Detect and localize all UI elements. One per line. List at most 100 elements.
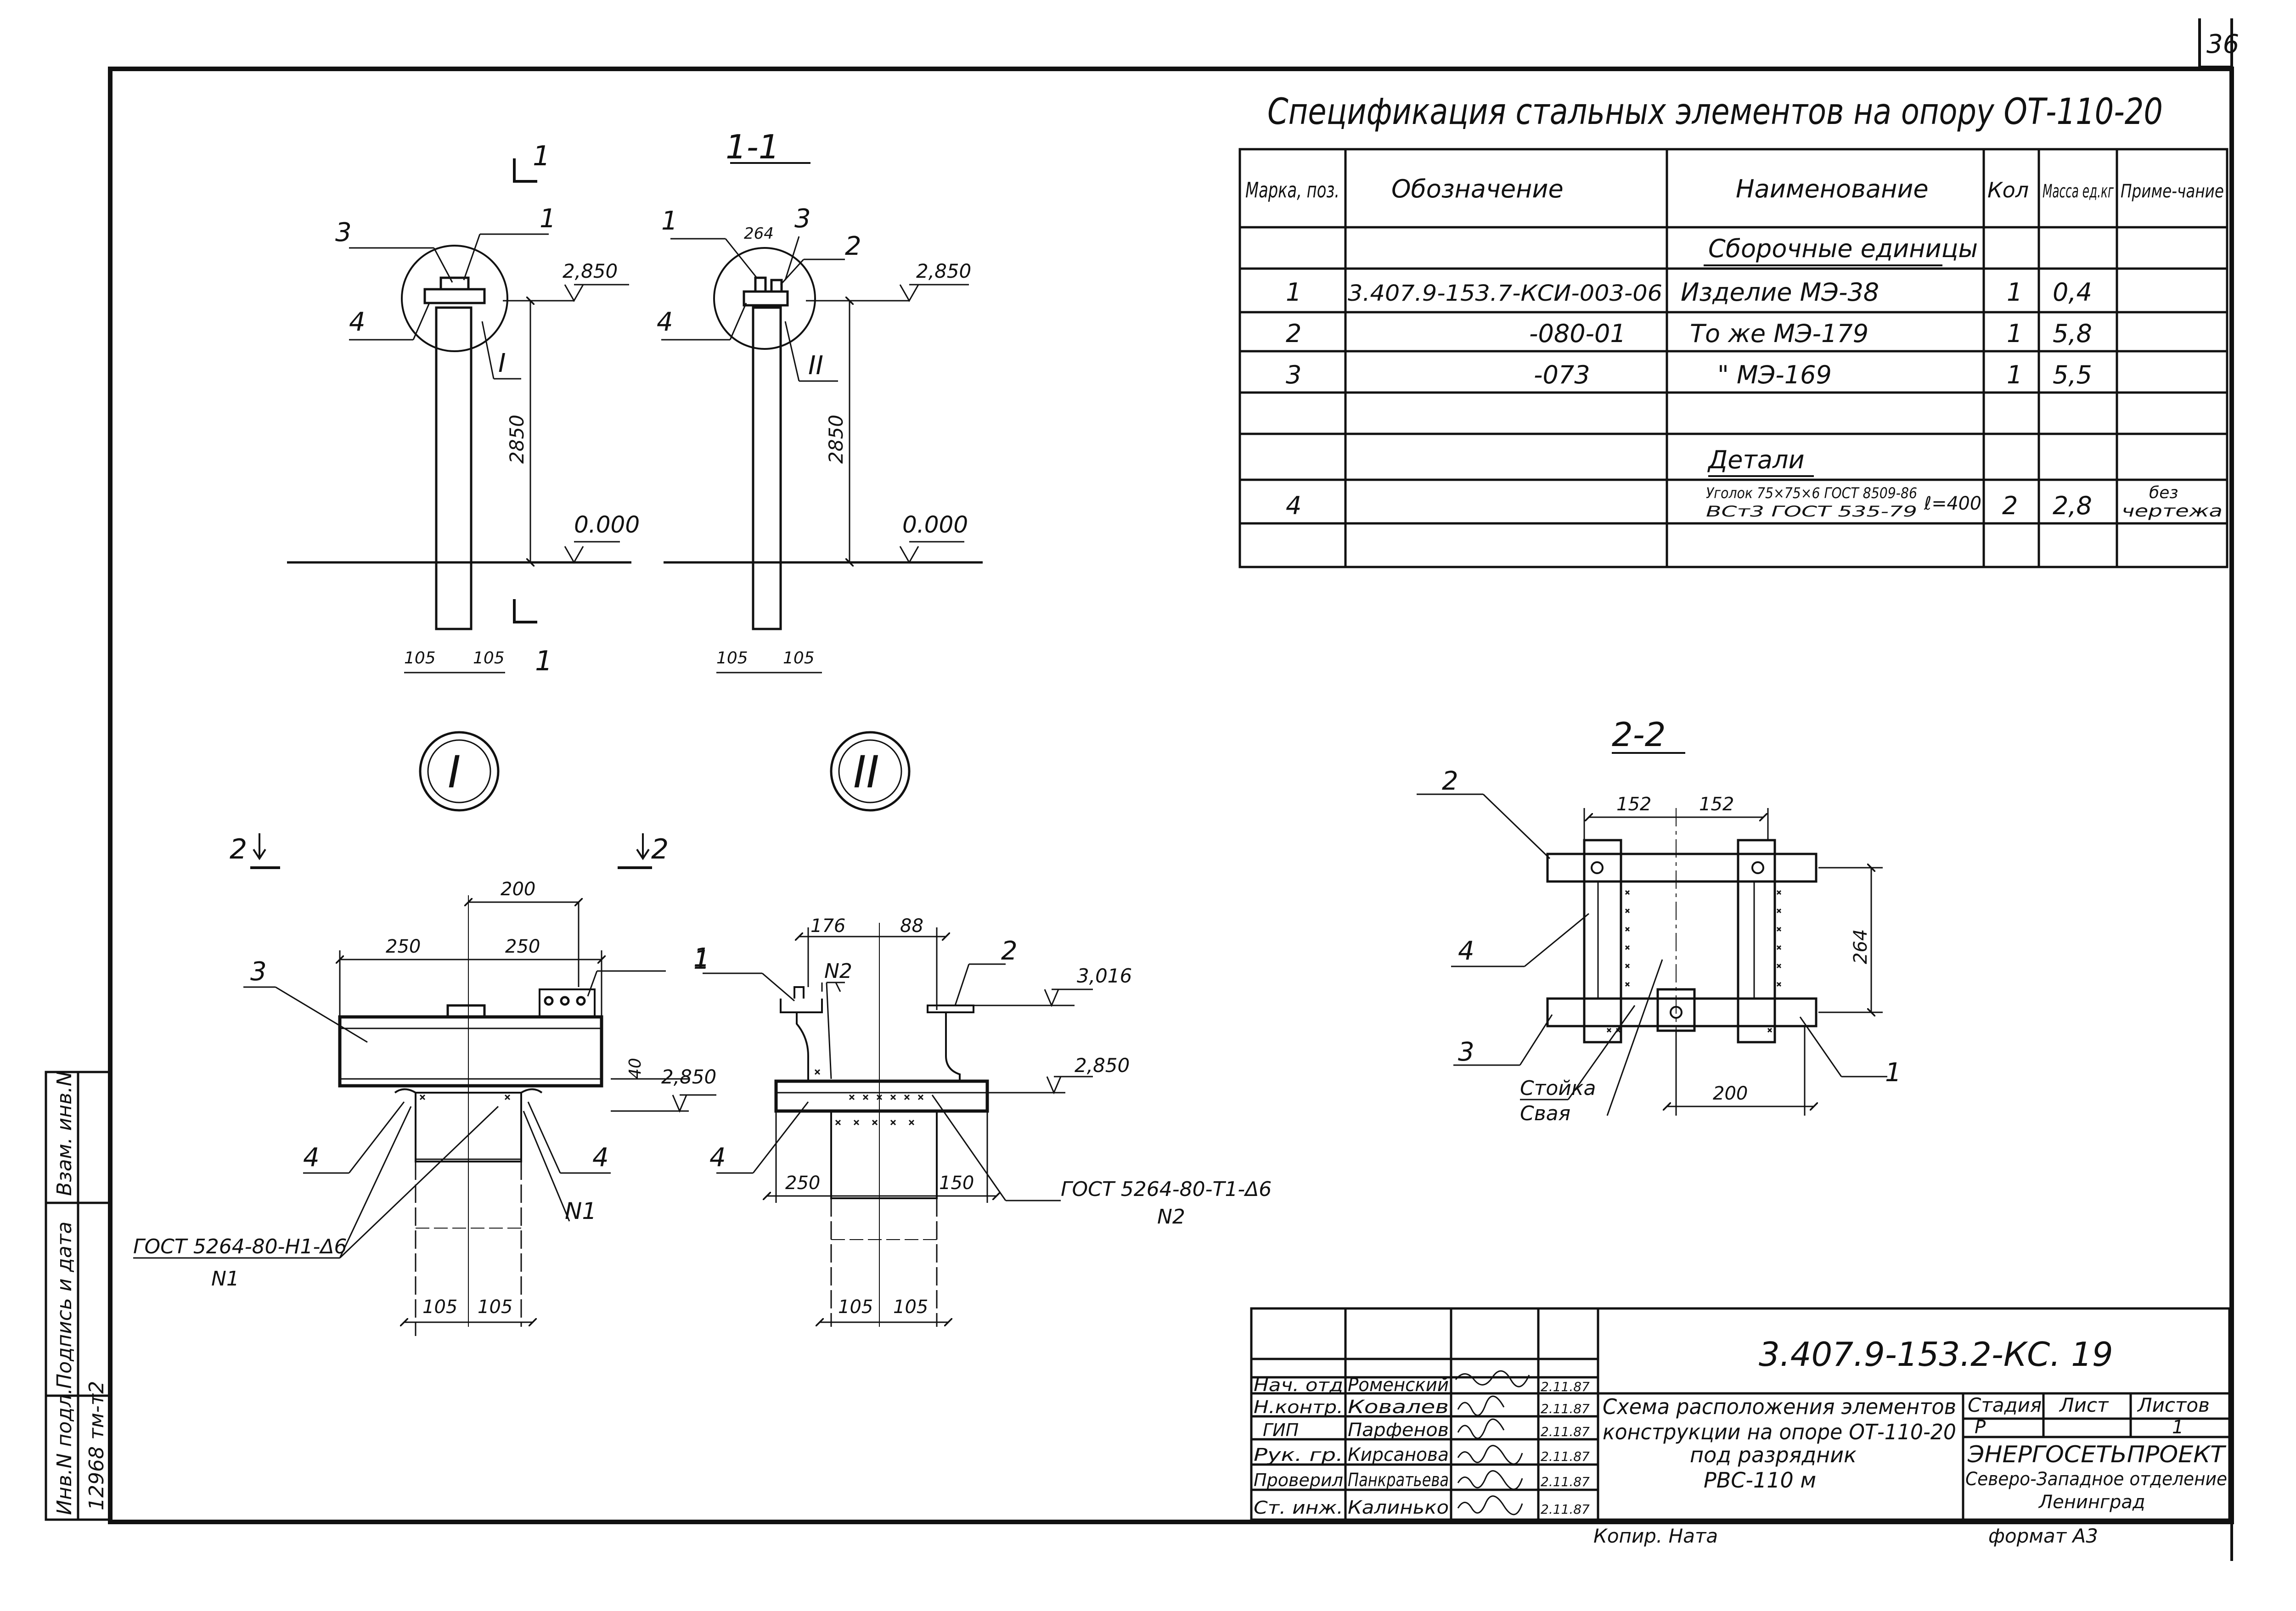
section22-dim152b: 152 (1699, 794, 1734, 815)
detail-circle-II: II (853, 747, 879, 798)
detailI-mark4a: 4 (303, 1143, 320, 1173)
elev-right-mark3: 3 (794, 204, 811, 234)
detailI-n1: N1 (565, 1198, 597, 1224)
detailII-dim105b: 105 (893, 1297, 928, 1318)
stamp-role: ГИП (1263, 1420, 1299, 1440)
elev-right-mark1: 1 (661, 206, 678, 236)
view-title-1-1: 1-1 (726, 128, 780, 166)
stamp-person: Парфенов (1348, 1420, 1449, 1441)
weld-marks-2-2 (1606, 890, 1782, 1033)
row-mass: 5,5 (2053, 360, 2092, 389)
elev-right-dim-a: 105 (716, 649, 748, 668)
elev-left-height: 2850 (506, 415, 528, 464)
stamp-person: Калинько (1348, 1497, 1449, 1518)
elev-right-detail-ref: II (808, 351, 823, 381)
stamp-role: Проверил (1254, 1470, 1343, 1490)
detailII-weld-n: N2 (1157, 1205, 1185, 1229)
section22-mark1: 1 (1885, 1058, 1902, 1088)
row-designation: -073 (1534, 360, 1590, 389)
title-block (1250, 1307, 2231, 1521)
stamp-role: Рук. гр. (1254, 1445, 1343, 1465)
detail-note-b: чертежа (2122, 502, 2223, 521)
detail-I (133, 895, 716, 1336)
row-pos: 2 (1286, 319, 1301, 348)
section-cut-top: 1 (533, 140, 550, 172)
signatures (1455, 1370, 1530, 1516)
detail-name-b: ВСт3 ГОСТ 535-79 (1706, 503, 1917, 520)
stamp-person: Роменский (1348, 1375, 1449, 1396)
detailI-weld-n: N1 (211, 1267, 239, 1291)
stamp-title-line3: под разрядник (1690, 1443, 1857, 1467)
elev-left-mark1: 1 (540, 204, 556, 234)
side-stamp-inv-no: Инв.N подл. (53, 1388, 76, 1515)
detailI-elev: 2,850 (661, 1066, 716, 1088)
detailII-dim88: 88 (900, 915, 923, 937)
section-mark-2-right: 2 (651, 833, 669, 865)
detail-qty: 2 (2002, 491, 2018, 520)
elev-right-mark4: 4 (657, 307, 673, 337)
detail-circle-I: I (448, 747, 461, 798)
sheet-frame (108, 18, 2234, 1561)
stamp-stage: Р (1975, 1417, 1986, 1438)
side-stamp-inv-value: 12968 тм-т2 (85, 1381, 108, 1510)
detailI-dim200: 200 (501, 879, 535, 900)
elev-left-elev-top: 2,850 (563, 260, 618, 282)
weld-marks-II (814, 1069, 924, 1126)
elev-right-elev-ground: 0.000 (902, 511, 968, 538)
elevation-left (287, 158, 631, 674)
detailII-dim176: 176 (810, 915, 845, 937)
row-pos: 1 (1286, 278, 1301, 307)
detailI-mark1-ref: 1 (693, 943, 710, 973)
format-note: формат А3 (1988, 1525, 2098, 1547)
row-qty: 1 (2007, 319, 2022, 348)
detailII-dim105a: 105 (838, 1297, 873, 1318)
section-mark-2 (250, 833, 652, 869)
row-designation: 3.407.9-153.7-КСИ-003-06 (1348, 281, 1662, 306)
detail-markers (419, 731, 911, 812)
elev-right-dim-b: 105 (783, 649, 815, 668)
stamp-person: Панкратьева (1348, 1470, 1449, 1491)
section-2-2 (1417, 752, 1887, 1116)
detail-pos: 4 (1286, 491, 1301, 520)
header-mark: Марка, поз. (1245, 178, 1339, 202)
stamp-sheets-header: Листов (2137, 1394, 2210, 1416)
section-details: Детали (1707, 445, 1805, 474)
section-mark-2-left: 2 (230, 833, 247, 865)
row-designation: -080-01 (1529, 319, 1626, 348)
stamp-date: 2.11.87 (1541, 1424, 1590, 1439)
stamp-title-line1: Схема расположения элементов (1603, 1394, 1956, 1419)
stamp-date: 2.11.87 (1541, 1401, 1590, 1416)
detailI-mark3: 3 (250, 957, 267, 987)
stamp-sheet-header: Лист (2059, 1394, 2109, 1416)
section22-label-pile: Свая (1520, 1102, 1570, 1125)
section22-mark2: 2 (1442, 766, 1458, 796)
section22-dim264: 264 (1850, 929, 1871, 964)
row-mass: 0,4 (2053, 278, 2092, 307)
elev-left-mark3: 3 (335, 218, 352, 247)
detailII-mark4: 4 (709, 1143, 726, 1173)
header-designation: Обозначение (1391, 174, 1564, 203)
stamp-date: 2.11.87 (1541, 1502, 1590, 1517)
stamp-role: Ст. инж. (1254, 1498, 1343, 1518)
section22-mark3: 3 (1458, 1037, 1474, 1067)
sheet-number: 36 (2206, 29, 2239, 59)
weld-marks-I (419, 1094, 511, 1100)
side-stamp-sign-date: Подпись и дата (53, 1222, 76, 1389)
stamp-title-line2: конструкции на опоре ОТ-110-20 (1603, 1420, 1956, 1444)
stamp-date: 2.11.87 (1541, 1474, 1590, 1489)
section-cut-bottom: 1 (535, 645, 552, 677)
detailI-dim250a: 250 (386, 936, 421, 957)
detailII-mark1: 1 (693, 945, 710, 975)
elev-left-mark4: 4 (349, 307, 366, 337)
elev-right-elev-top: 2,850 (916, 260, 971, 282)
stamp-title-line4: РВС-110 м (1704, 1468, 1816, 1493)
stamp-person: Кирсанова (1348, 1444, 1449, 1465)
detailI-dim40: 40 (626, 1058, 645, 1079)
stamp-date: 2.11.87 (1541, 1379, 1590, 1394)
elev-right-mark2: 2 (845, 231, 861, 261)
row-qty: 1 (2007, 278, 2022, 307)
elev-left-elev-ground: 0.000 (574, 511, 640, 538)
row-mass: 5,8 (2053, 319, 2092, 348)
elevation-right (661, 162, 983, 674)
